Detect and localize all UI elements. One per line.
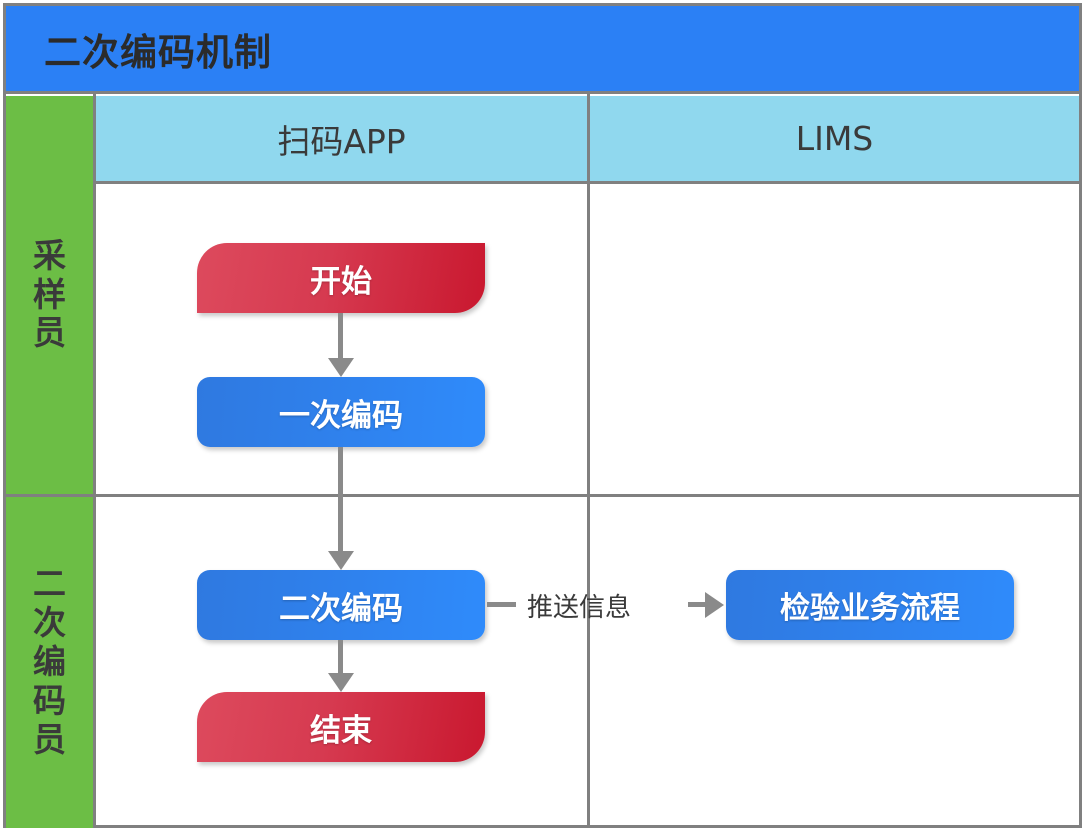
connector-second-code-to-end-stem: [338, 640, 343, 676]
lane-header-sampler: 采样员: [6, 96, 93, 494]
column-header-scan-app: 扫码APP: [96, 96, 587, 181]
grid-line-column-divider: [587, 91, 590, 828]
diagram-title: 二次编码机制: [44, 30, 272, 74]
connector-first-to-second-code-arrow-icon: [328, 551, 354, 570]
grid-line-lane-divider: [3, 494, 1082, 497]
connector-push-info-label: 推送信息: [527, 593, 632, 623]
lane-header-second-coder: 二次编码员: [6, 497, 93, 828]
connector-start-to-first-code-stem: [338, 313, 343, 361]
grid-line-title-bottom: [3, 91, 1082, 94]
node-first-code[interactable]: 一次编码: [197, 377, 485, 447]
connector-push-info-stem-left: [487, 602, 516, 607]
node-inspection-process[interactable]: 检验业务流程: [726, 570, 1014, 640]
column-label-scan-app: 扫码APP: [277, 121, 406, 161]
connector-start-to-first-code-arrow-icon: [328, 358, 354, 377]
node-second-code[interactable]: 二次编码: [197, 570, 485, 640]
column-label-lims: LIMS: [795, 119, 874, 158]
node-inspection-process-label: 检验业务流程: [780, 591, 960, 626]
node-first-code-label: 一次编码: [279, 397, 403, 434]
node-end[interactable]: 结束: [197, 692, 485, 762]
connector-push-info-stem-right: [688, 602, 708, 607]
connector-first-to-second-code-stem: [338, 447, 343, 554]
node-end-label: 结束: [310, 712, 372, 749]
connector-second-code-to-end-arrow-icon: [328, 673, 354, 692]
diagram-title-banner: 二次编码机制: [6, 6, 1079, 91]
diagram-frame: [3, 3, 1082, 828]
lane-label-sampler: 采样员: [33, 235, 66, 353]
connector-push-info-arrow-icon: [705, 592, 724, 618]
lane-label-second-coder: 二次编码员: [33, 564, 66, 759]
node-second-code-label: 二次编码: [279, 590, 403, 627]
grid-line-lane-column-right: [93, 91, 96, 828]
node-start-label: 开始: [310, 263, 372, 300]
column-header-lims: LIMS: [590, 96, 1079, 181]
node-start[interactable]: 开始: [197, 243, 485, 313]
